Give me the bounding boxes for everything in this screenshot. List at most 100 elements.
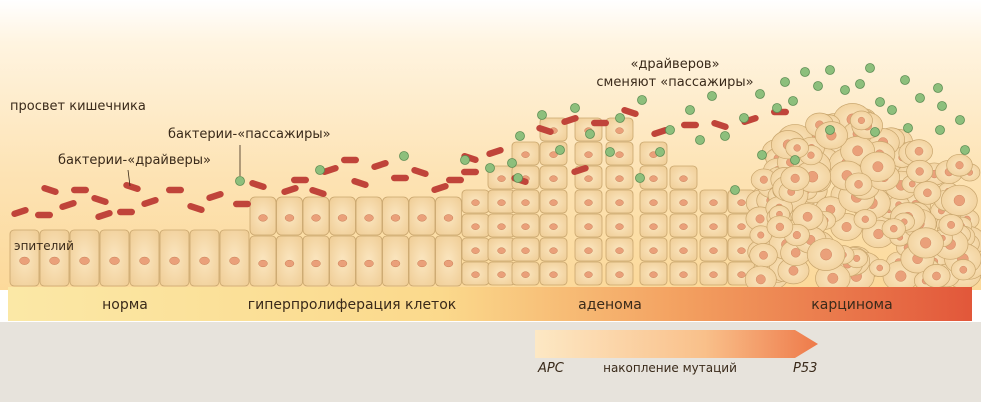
rod-bacterium-icon <box>431 183 449 193</box>
label-epithelium: эпителий <box>14 239 74 253</box>
coccus-bacterium-icon <box>460 155 470 165</box>
coccus-bacterium-icon <box>635 173 645 183</box>
coccus-bacterium-icon <box>955 115 965 125</box>
cell-nucleus <box>649 199 658 206</box>
cell-nucleus <box>932 271 941 281</box>
cell-nucleus <box>284 259 295 268</box>
cell-nucleus <box>584 175 593 182</box>
coccus-bacterium-icon <box>615 113 625 123</box>
coccus-bacterium-icon <box>707 91 717 101</box>
rod-bacterium-icon <box>536 125 554 135</box>
epithelium-tissue <box>9 103 981 294</box>
cell-nucleus <box>790 247 801 258</box>
cell-nucleus <box>759 250 768 260</box>
rod-bacterium-icon <box>206 191 224 201</box>
coccus-bacterium-icon <box>937 101 947 111</box>
rod-bacterium-icon <box>141 197 159 207</box>
cell-nucleus <box>615 151 624 158</box>
coccus-bacterium-icon <box>840 85 850 95</box>
cell-nucleus <box>679 175 688 182</box>
coccus-bacterium-icon <box>900 75 910 85</box>
mutation-end-gene: P53 <box>793 361 817 376</box>
cell-nucleus <box>679 247 688 254</box>
coccus-bacterium-icon <box>772 103 782 113</box>
cell-nucleus <box>497 271 506 278</box>
cell-nucleus <box>471 247 480 254</box>
rod-bacterium-icon <box>711 120 729 130</box>
lower-panel <box>0 322 981 402</box>
cell-nucleus <box>959 265 968 274</box>
cell-nucleus <box>521 223 530 230</box>
rod-bacterium-icon <box>571 165 589 175</box>
coccus-bacterium-icon <box>507 158 517 168</box>
cell-nucleus <box>169 256 180 265</box>
cell-nucleus <box>852 145 863 157</box>
coccus-bacterium-icon <box>757 150 767 160</box>
cell-nucleus <box>790 173 800 183</box>
cell-nucleus <box>649 175 658 182</box>
coccus-bacterium-icon <box>825 125 835 135</box>
cell-nucleus <box>895 270 907 282</box>
cell-nucleus <box>549 199 558 206</box>
driver-pointer-line <box>127 169 131 187</box>
rod-bacterium-icon <box>371 160 389 170</box>
stage-bar <box>8 287 972 321</box>
coccus-bacterium-icon <box>739 113 749 123</box>
cell-nucleus <box>311 214 321 222</box>
cell-nucleus <box>549 175 558 182</box>
cell-nucleus <box>497 223 506 230</box>
cell-nucleus <box>775 222 784 231</box>
coccus-bacterium-icon <box>537 110 547 120</box>
cell-nucleus <box>876 264 883 272</box>
cell-nucleus <box>709 199 718 206</box>
cell-nucleus <box>737 199 746 206</box>
coccus-bacterium-icon <box>960 145 970 155</box>
cell-nucleus <box>443 214 454 222</box>
mutation-arrow-label: накопление мутаций <box>603 361 737 375</box>
cell-nucleus <box>497 199 506 206</box>
cell-nucleus <box>737 223 746 230</box>
coccus-bacterium-icon <box>585 129 595 139</box>
cell-nucleus <box>584 223 593 230</box>
cell-nucleus <box>584 199 593 206</box>
coccus-bacterium-icon <box>870 127 880 137</box>
rod-bacterium-icon <box>391 174 409 182</box>
cell-nucleus <box>521 151 530 158</box>
cell-nucleus <box>709 223 718 230</box>
cell-nucleus <box>471 199 480 206</box>
cell-nucleus <box>364 214 374 222</box>
cell-nucleus <box>497 247 506 254</box>
cell-nucleus <box>873 228 884 240</box>
rod-bacterium-icon <box>95 210 113 220</box>
rod-bacterium-icon <box>591 119 609 127</box>
cell-nucleus <box>709 247 718 254</box>
cell-nucleus <box>229 256 240 265</box>
coccus-bacterium-icon <box>695 135 705 145</box>
cell-nucleus <box>471 271 480 278</box>
cell-nucleus <box>709 271 718 278</box>
rod-bacterium-icon <box>35 211 53 219</box>
cell-nucleus <box>679 199 688 206</box>
cell-nucleus <box>890 224 898 233</box>
cell-nucleus <box>788 265 799 276</box>
cell-nucleus <box>615 223 624 230</box>
cell-nucleus <box>443 259 454 268</box>
cell-nucleus <box>854 180 863 189</box>
cell-nucleus <box>521 247 530 254</box>
cell-nucleus <box>755 214 765 224</box>
cell-nucleus <box>109 256 120 265</box>
cell-nucleus <box>615 175 624 182</box>
cell-nucleus <box>807 151 815 159</box>
rod-bacterium-icon <box>351 178 369 188</box>
cell-nucleus <box>471 223 480 230</box>
rod-bacterium-icon <box>341 156 359 164</box>
coccus-bacterium-icon <box>855 79 865 89</box>
cell-nucleus <box>615 247 624 254</box>
cell-nucleus <box>827 272 839 284</box>
label-driver-bacteria: бактерии-«драйверы» <box>58 153 211 168</box>
rod-bacterium-icon <box>411 167 429 177</box>
rod-bacterium-icon <box>233 200 251 208</box>
cell-nucleus <box>19 256 30 265</box>
mutation-accumulation-arrow <box>535 330 818 358</box>
cell-nucleus <box>755 274 766 285</box>
